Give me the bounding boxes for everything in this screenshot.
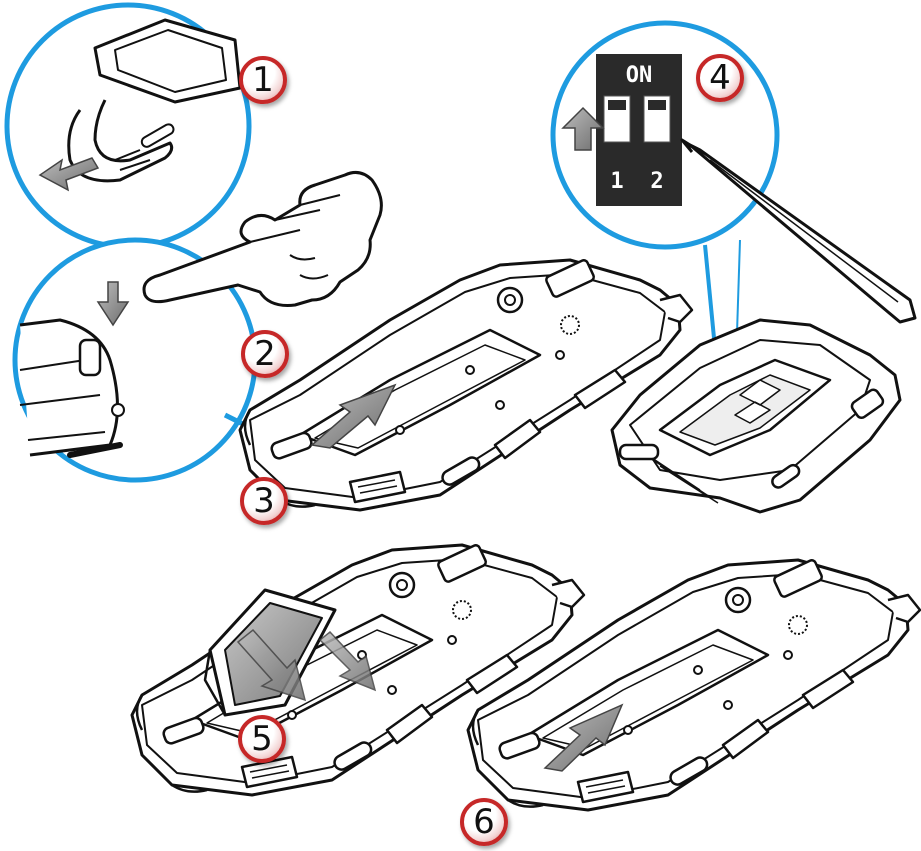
dip-switch-2-label: 2 [650,169,663,194]
step-badge-1: 1 [239,56,287,104]
dip-switch-1-label: 1 [610,169,623,194]
dip-switch: ON 1 2 [596,54,682,206]
step-badge-3: 3 [240,477,288,525]
callout-circle-1 [7,5,249,247]
step-badge-4: 4 [696,54,744,102]
dip-on-label: ON [626,63,653,88]
step-badge-5: 5 [238,715,286,763]
step-badge-6: 6 [460,798,508,846]
step-badge-2: 2 [241,330,289,378]
